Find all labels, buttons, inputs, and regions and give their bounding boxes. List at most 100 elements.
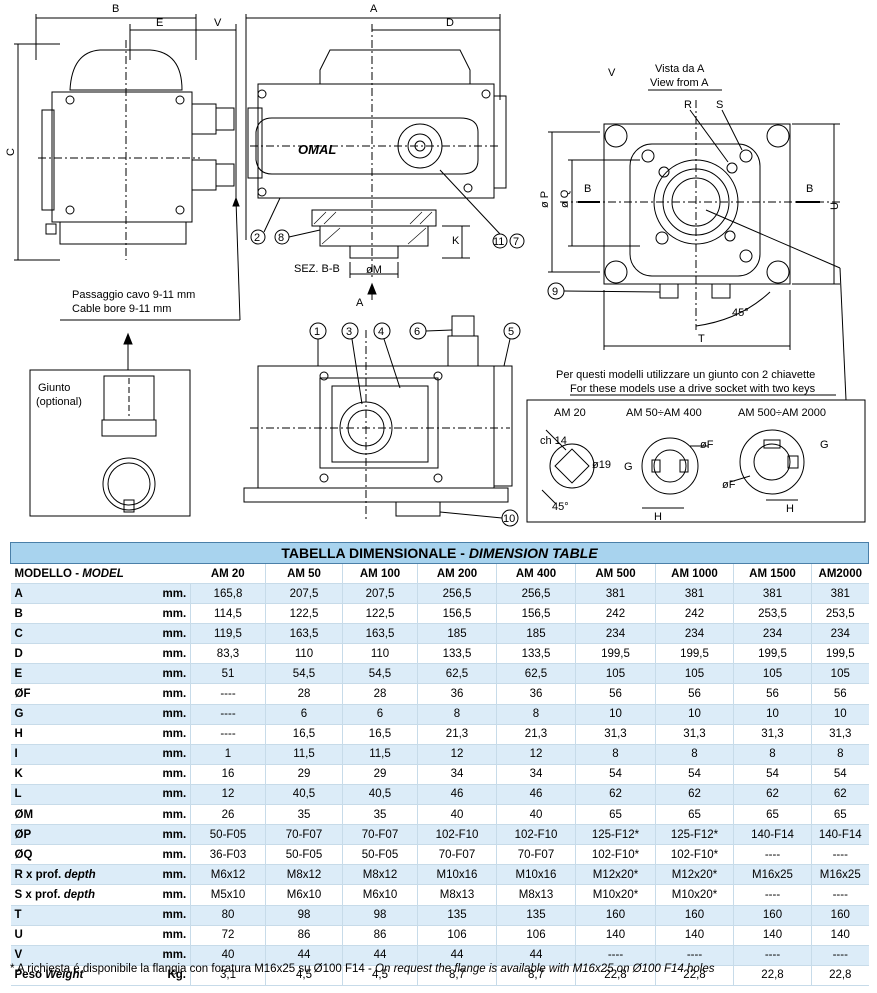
- table-cell: 381: [733, 583, 812, 605]
- top-view: [243, 315, 513, 520]
- dimension-table-container: TABELLA DIMENSIONALE - DIMENSION TABLE M…: [9, 542, 870, 986]
- dim-V-small: V: [608, 67, 616, 79]
- model-col: AM 100: [342, 563, 418, 584]
- table-cell: 22,8: [733, 965, 812, 986]
- dim-P: ø P: [539, 191, 551, 208]
- callouts-bottom: 1 3 4 6 5 10: [309, 322, 521, 527]
- table-cell: 256,5: [417, 583, 497, 605]
- table-cell: ----: [811, 945, 869, 966]
- row-label: U: [10, 925, 159, 946]
- row-label: Peso Weight: [10, 965, 159, 986]
- table-cell: 62,5: [496, 663, 576, 685]
- row-label: ØP: [10, 824, 159, 846]
- table-cell: 10: [733, 704, 812, 725]
- row-unit: mm.: [158, 945, 191, 966]
- model-col: AM 20: [190, 563, 266, 584]
- table-cell: 11,5: [265, 744, 343, 765]
- table-cell: 140: [575, 925, 656, 946]
- table-cell: 56: [575, 683, 656, 705]
- table-cell: M10x16: [496, 864, 576, 886]
- table-body: MODELLO - MODEL AM 20 AM 50 AM 100 AM 20…: [10, 563, 869, 986]
- technical-drawing: B E V C Passaggio cavo 9-11 mm Cable bor: [5, 3, 866, 527]
- svg-text:AM 20: AM 20: [554, 407, 586, 419]
- section-mark-B-right: B: [806, 183, 813, 195]
- table-cell: 199,5: [655, 643, 734, 665]
- table-cell: 10: [655, 704, 734, 725]
- table-cell: M12x20*: [655, 864, 734, 886]
- table-cell: 72: [190, 925, 266, 946]
- model-col: AM 50: [265, 563, 343, 584]
- dim-B: B: [112, 3, 119, 15]
- table-cell: 34: [496, 764, 576, 785]
- table-cell: 40: [417, 804, 497, 826]
- table-cell: 135: [417, 905, 497, 926]
- label-S: S: [716, 99, 723, 111]
- model-col: AM 500: [575, 563, 656, 584]
- table-cell: 119,5: [190, 623, 266, 645]
- svg-text:H: H: [786, 503, 794, 515]
- table-cell: 21,3: [496, 724, 576, 745]
- dim-D: D: [446, 17, 454, 29]
- row-unit: mm.: [158, 583, 191, 605]
- table-cell: 62: [655, 784, 734, 806]
- table-cell: 110: [265, 643, 343, 665]
- svg-text:H: H: [654, 511, 662, 523]
- table-cell: 54: [655, 764, 734, 785]
- table-cell: 65: [655, 804, 734, 826]
- svg-text:9: 9: [552, 286, 558, 298]
- table-cell: 40,5: [342, 784, 418, 806]
- table-cell: 133,5: [496, 643, 576, 665]
- table-cell: 56: [811, 683, 869, 705]
- table-cell: 54,5: [265, 663, 343, 685]
- table-cell: 8,7: [496, 965, 576, 986]
- table-cell: 381: [655, 583, 734, 605]
- table-cell: 140: [733, 925, 812, 946]
- row-unit: mm.: [158, 804, 191, 826]
- table-cell: 185: [417, 623, 497, 645]
- table-cell: 135: [496, 905, 576, 926]
- svg-text:11: 11: [493, 236, 504, 248]
- table-cell: M10x20*: [575, 884, 656, 906]
- svg-text:1: 1: [314, 326, 320, 338]
- row-unit: mm.: [158, 784, 191, 806]
- table-cell: M8x13: [417, 884, 497, 906]
- table-cell: M8x12: [265, 864, 343, 886]
- table-cell: 160: [811, 905, 869, 926]
- table-cell: 10: [811, 704, 869, 725]
- table-cell: 80: [190, 905, 266, 926]
- row-label: A: [10, 583, 159, 605]
- table-cell: 207,5: [342, 583, 418, 605]
- dim-T: T: [698, 333, 705, 345]
- table-cell: 62,5: [417, 663, 497, 685]
- svg-text:View from A: View from A: [650, 77, 709, 89]
- svg-text:8: 8: [278, 232, 284, 244]
- table-cell: 140: [811, 925, 869, 946]
- table-cell: M6x10: [342, 884, 418, 906]
- dim-A: A: [370, 3, 378, 15]
- table-cell: 31,3: [811, 724, 869, 745]
- model-col: AM 200: [417, 563, 497, 584]
- table-cell: ----: [575, 945, 656, 966]
- table-cell: ----: [190, 704, 266, 725]
- model-header: MODELLO - MODEL: [10, 563, 191, 584]
- table-cell: 207,5: [265, 583, 343, 605]
- table-cell: 31,3: [655, 724, 734, 745]
- table-cell: 125-F12*: [655, 824, 734, 846]
- table-cell: 46: [496, 784, 576, 806]
- dim-Q: ø Q: [559, 189, 571, 208]
- table-cell: 105: [811, 663, 869, 685]
- dim-M: øM: [366, 264, 382, 276]
- table-cell: 56: [733, 683, 812, 705]
- svg-text:AM 500÷AM 2000: AM 500÷AM 2000: [738, 407, 826, 419]
- row-unit: Kg.: [158, 965, 191, 986]
- row-unit: mm.: [158, 824, 191, 846]
- row-unit: mm.: [158, 744, 191, 765]
